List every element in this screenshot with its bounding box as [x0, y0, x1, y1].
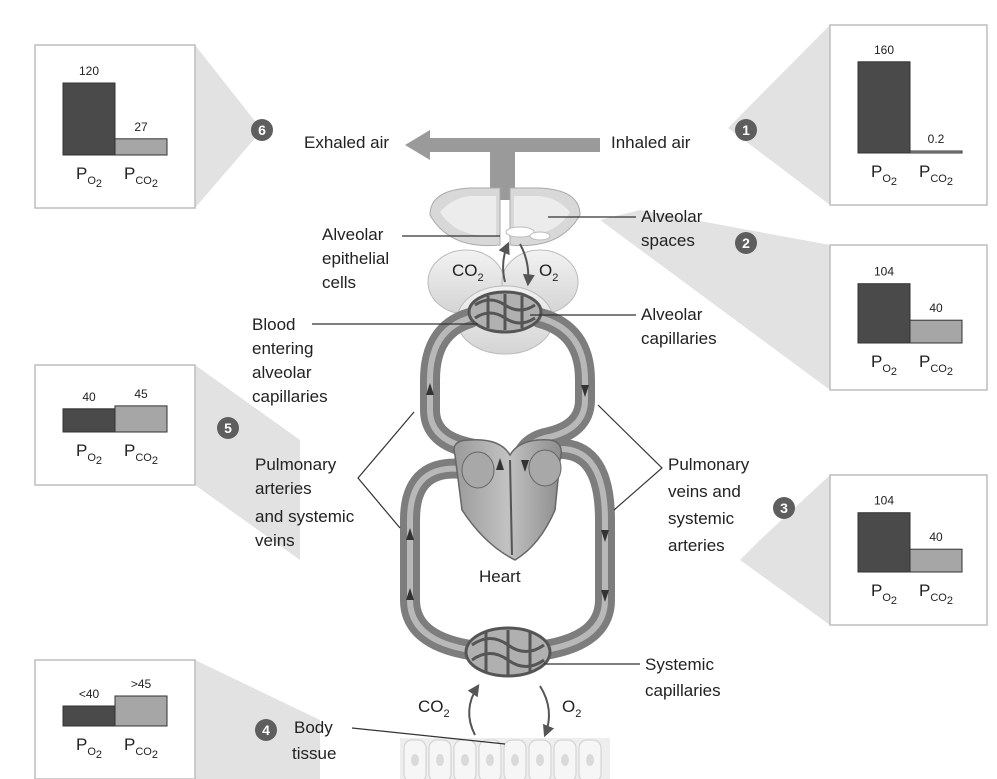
po2-bar	[63, 706, 115, 726]
o2-to-tissue-arrow	[540, 686, 549, 735]
po2-bar	[858, 513, 910, 572]
callout-wedge-2	[600, 210, 830, 390]
pco2-bar	[115, 406, 167, 432]
svg-text:5: 5	[224, 420, 232, 436]
exhaled-arrowhead	[405, 130, 430, 160]
label-systemic-1: Systemic	[645, 655, 714, 674]
po2-bar	[63, 83, 115, 155]
label-blood-1: Blood	[252, 315, 295, 334]
label-pa-3: and systemic	[255, 507, 355, 526]
alveolar-capillary-net	[469, 292, 541, 332]
tissue-cell-nucleus	[536, 754, 544, 766]
pco2-value: 0.2	[928, 132, 945, 146]
pco2-value: 27	[134, 120, 148, 134]
label-heart: Heart	[479, 567, 521, 586]
po2-value: 120	[79, 64, 99, 78]
label-pv-4: arteries	[668, 536, 725, 555]
pco2-value: 45	[134, 387, 148, 401]
left-atrium	[529, 450, 561, 486]
label-pa-2: arteries	[255, 479, 312, 498]
epithelial-cell	[530, 232, 550, 240]
pco2-bar	[910, 320, 962, 343]
pco2-bar	[115, 139, 167, 155]
label-epithelial-2: epithelial	[322, 249, 389, 268]
label-spaces-2: spaces	[641, 231, 695, 250]
label-pa-1: Pulmonary	[255, 455, 337, 474]
po2-bar	[858, 62, 910, 153]
tissue-cell-nucleus	[586, 754, 594, 766]
po2-value: 104	[874, 494, 894, 508]
label-blood-4: capillaries	[252, 387, 328, 406]
step-badge-5: 5	[217, 417, 239, 439]
label-epithelial-3: cells	[322, 273, 356, 292]
svg-text:4: 4	[262, 722, 270, 738]
label-inhaled-air: Inhaled air	[611, 133, 691, 152]
label-o2-bottom: O2	[562, 697, 581, 720]
label-co2-bottom: CO2	[418, 697, 450, 720]
label-blood-2: entering	[252, 339, 313, 358]
po2-value: 160	[874, 43, 894, 57]
label-systemic-2: capillaries	[645, 681, 721, 700]
label-exhaled-air: Exhaled air	[304, 133, 389, 152]
right-atrium	[462, 452, 494, 488]
label-pv-3: systemic	[668, 509, 735, 528]
heart	[454, 440, 561, 560]
pco2-value: 40	[929, 530, 943, 544]
step-badge-6: 6	[251, 119, 273, 141]
label-pv-2: veins and	[668, 482, 741, 501]
tissue-cell-nucleus	[461, 754, 469, 766]
pressure-panel-6: 12027PO2PCO2	[35, 45, 195, 208]
tissue-cell-nucleus	[411, 754, 419, 766]
label-epithelial-1: Alveolar	[322, 225, 384, 244]
step-badge-2: 2	[735, 232, 757, 254]
pco2-value: >45	[131, 677, 152, 691]
pco2-bar	[910, 151, 962, 153]
body-tissue-cells	[400, 738, 610, 779]
svg-text:2: 2	[742, 235, 750, 251]
po2-bar	[858, 284, 910, 343]
po2-value: 40	[82, 390, 96, 404]
svg-text:1: 1	[742, 122, 750, 138]
label-capillaries-2: capillaries	[641, 329, 717, 348]
tissue-cell-nucleus	[561, 754, 569, 766]
label-capillaries-1: Alveolar	[641, 305, 703, 324]
label-body-1: Body	[294, 718, 333, 737]
label-blood-3: alveolar	[252, 363, 312, 382]
label-body-2: tissue	[292, 744, 336, 763]
po2-value: 104	[874, 265, 894, 279]
pco2-value: 40	[929, 301, 943, 315]
label-pv-1: Pulmonary	[668, 455, 750, 474]
pco2-bar	[115, 696, 167, 726]
tissue-cell-nucleus	[486, 754, 494, 766]
po2-bar	[63, 409, 115, 432]
label-spaces-1: Alveolar	[641, 207, 703, 226]
step-badge-3: 3	[773, 497, 795, 519]
svg-text:3: 3	[780, 500, 788, 516]
po2-value: <40	[79, 687, 100, 701]
svg-text:6: 6	[258, 122, 266, 138]
pco2-bar	[910, 549, 962, 572]
systemic-capillary-net	[466, 628, 550, 676]
tissue-cell-nucleus	[511, 754, 519, 766]
step-badge-4: 4	[255, 719, 277, 741]
callout-wedge-1	[728, 25, 830, 205]
co2-from-tissue-arrow	[469, 686, 478, 735]
label-pa-4: veins	[255, 531, 295, 550]
tissue-cell-nucleus	[436, 754, 444, 766]
step-badge-1: 1	[735, 119, 757, 141]
air-flow	[405, 130, 600, 200]
